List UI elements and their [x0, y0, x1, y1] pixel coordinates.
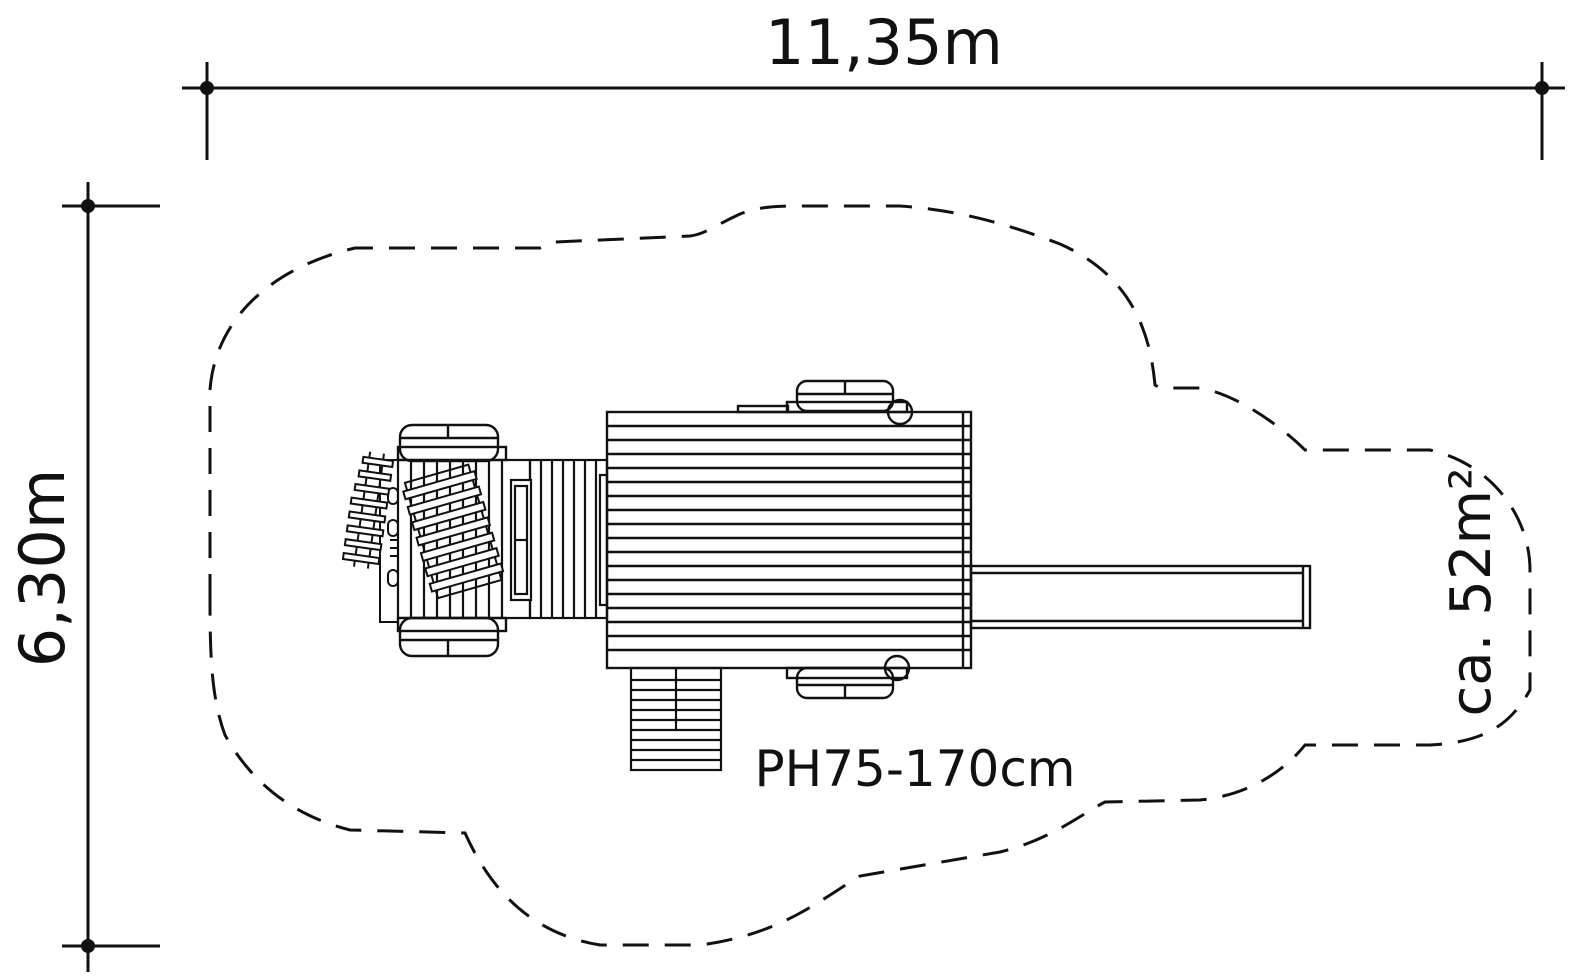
safety-area-outline — [208, 204, 1532, 947]
platform-height-label: PH75-170cm — [754, 740, 1075, 798]
rope-ladder — [341, 451, 395, 569]
depth-dimension-dot-top — [81, 199, 95, 213]
width-dimension-label: 11,35m — [765, 6, 1003, 79]
width-dimension — [182, 62, 1565, 160]
tower-top-element — [736, 379, 914, 426]
small-tower-bottom-element — [396, 616, 508, 658]
bridge — [528, 458, 609, 620]
climbing-ladder — [402, 463, 505, 600]
width-dimension-dot-right — [1535, 81, 1549, 95]
tower-deck — [605, 410, 973, 670]
small-tower-top-element — [396, 423, 508, 463]
safety-area-label: ca. 52m² — [1439, 468, 1504, 717]
stairs — [629, 666, 723, 772]
slide — [969, 564, 1312, 630]
tower-bottom-element — [785, 654, 911, 700]
depth-dimension-dot-bottom — [81, 939, 95, 953]
climbing-wall — [379, 459, 399, 623]
depth-dimension — [62, 182, 160, 972]
width-dimension-dot-left — [200, 81, 214, 95]
depth-dimension-label: 6,30m — [6, 469, 79, 667]
